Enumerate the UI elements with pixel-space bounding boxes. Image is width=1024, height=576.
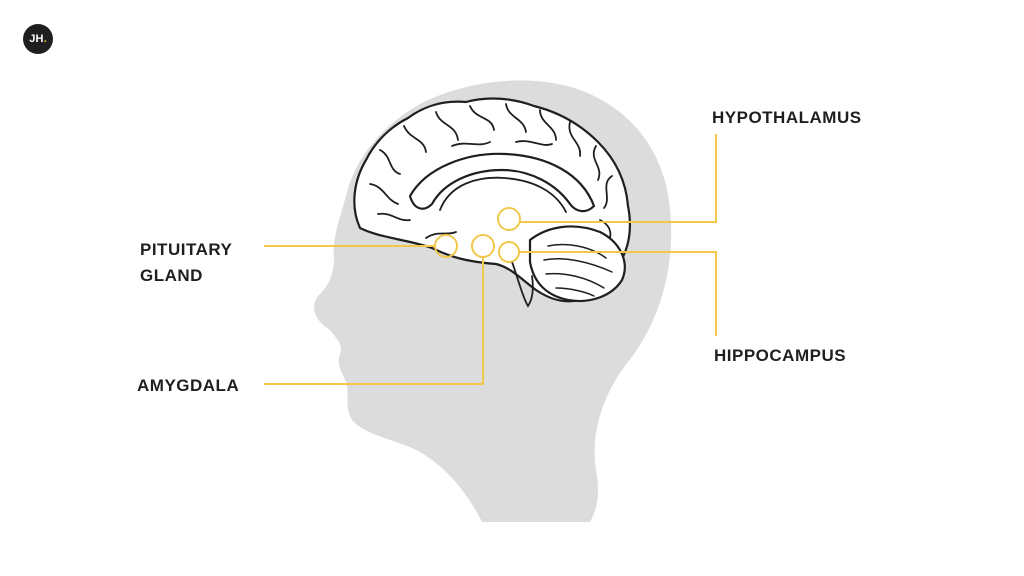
pituitary-label-line1: PITUITARY [140, 240, 233, 259]
pituitary-marker [434, 234, 458, 258]
brainstem [511, 261, 534, 308]
pituitary-gland-label: PITUITARY GLAND [140, 237, 232, 289]
cerebellum-folds [543, 243, 613, 297]
logo-letters: JH [29, 33, 44, 45]
hippocampus-label: HIPPOCAMPUS [714, 346, 847, 365]
logo-dot: . [43, 33, 47, 45]
lateral-ventricle [439, 176, 567, 213]
hippocampus-callout-line [519, 251, 717, 336]
amygdala-marker [471, 234, 495, 258]
hypothalamus-marker [497, 207, 521, 231]
hypothalamus-callout-line [520, 134, 717, 223]
hypothalamus-label: HYPOTHALAMUS [712, 108, 862, 127]
pituitary-label-line2: GLAND [140, 266, 203, 285]
callout-lines [264, 134, 717, 385]
jh-logo: JH. [23, 24, 53, 54]
corpus-callosum [408, 152, 596, 213]
hippocampus-marker [498, 241, 520, 263]
amygdala-label: AMYGDALA [137, 376, 240, 395]
amygdala-callout-line [264, 257, 484, 385]
gyri [369, 103, 613, 247]
